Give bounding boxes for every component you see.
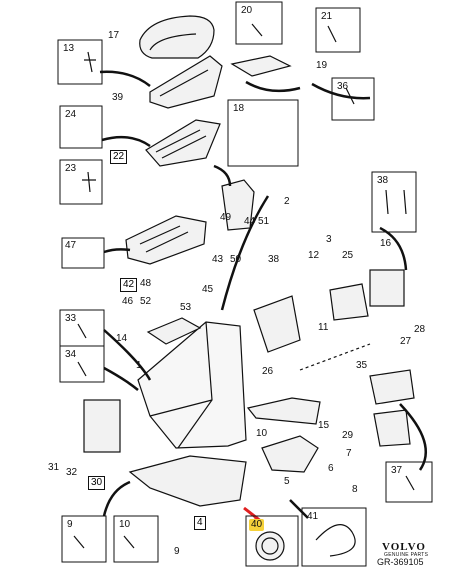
callout-30: 30 [88,476,106,490]
callout-5: 5 [284,476,290,487]
callout-49: 49 [220,212,232,223]
callout-11: 11 [318,322,329,333]
callout-38-small: 38 [268,254,280,265]
callout-53: 53 [180,302,192,313]
callout-26: 26 [262,366,274,377]
callout-29: 29 [342,430,354,441]
callout-24: 24 [65,109,77,120]
callout-31: 31 [48,462,60,473]
callout-27: 27 [400,336,412,347]
callout-4: 4 [194,516,206,530]
callout-46: 46 [122,296,134,307]
callout-48: 48 [140,278,152,289]
brand-logo: VOLVO [382,541,426,553]
callout-15: 15 [318,420,330,431]
callout-40-highlighted: 40 [249,519,265,531]
callout-44: 44 [244,216,256,227]
callout-41: 41 [307,511,319,522]
brand-subtitle: GENUINE PARTS [384,552,429,558]
callout-43: 43 [212,254,224,265]
diagram-reference: GR-369105 [377,557,424,567]
callout-32: 32 [66,467,78,478]
callout-9: 9 [174,546,180,557]
callout-23: 23 [65,163,77,174]
callout-52: 52 [140,296,152,307]
callout-38: 38 [377,175,389,186]
callout-45: 45 [202,284,214,295]
callout-6: 6 [328,463,334,474]
callout-35: 35 [356,360,368,371]
callout-13: 13 [63,43,75,54]
callout-2: 2 [284,196,290,207]
callout-33: 33 [65,313,77,324]
callout-10: 10 [256,428,268,439]
callout-39: 39 [112,92,124,103]
callout-3: 3 [326,234,332,245]
callout-25: 25 [342,250,354,261]
callout-21: 21 [321,11,333,22]
callout-12: 12 [308,250,320,261]
callout-1: 1 [136,360,142,371]
callout-19: 19 [316,60,328,71]
callout-50: 50 [230,254,242,265]
callout-51: 51 [258,216,270,227]
callout-16: 16 [380,238,392,249]
callout-7: 7 [346,448,352,459]
callout-34: 34 [65,349,77,360]
callout-22: 22 [110,150,128,164]
callout-17: 17 [108,30,120,41]
callout-9-box: 9 [67,519,73,530]
callout-37: 37 [391,465,403,476]
callout-18: 18 [233,103,245,114]
callout-36: 36 [337,81,349,92]
callout-47: 47 [65,240,77,251]
callout-10-box: 10 [119,519,131,530]
callout-14: 14 [116,333,128,344]
callout-42: 42 [120,278,138,292]
callout-20: 20 [241,5,253,16]
callout-28: 28 [414,324,426,335]
callout-8: 8 [352,484,358,495]
